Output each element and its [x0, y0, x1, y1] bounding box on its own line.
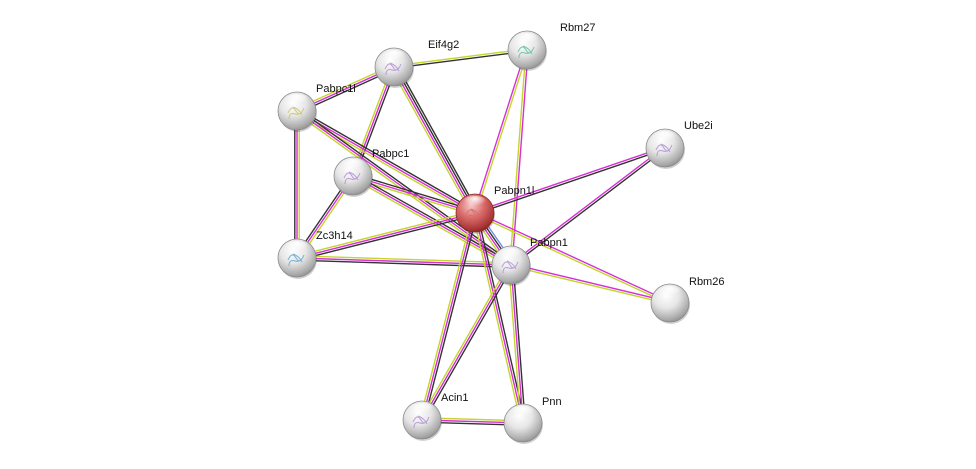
edge-line-textmining [474, 213, 670, 305]
node-highlight [285, 94, 309, 108]
edge-line-experimental [511, 263, 671, 303]
edge-line-experimental [296, 110, 476, 214]
edge-pabpn1-pnn[interactable] [508, 264, 526, 424]
edge-line-experimental [509, 146, 665, 265]
edge-line-experimental [421, 264, 512, 421]
node-pabpn1[interactable]: Pabpn1 [491, 237, 568, 286]
edge-line-textmining [295, 112, 475, 216]
edge-line-textmining [472, 213, 522, 424]
node-rbm26[interactable]: Rbm26 [650, 276, 724, 324]
edge-line-experimental [296, 212, 476, 259]
node-highlight [658, 286, 682, 300]
node-pabpc1l[interactable]: Pabpc1l [277, 83, 356, 132]
node-ube2i[interactable]: Ube2i [645, 120, 713, 169]
node-pabpc1[interactable]: Pabpc1 [333, 148, 409, 197]
edge-line-experimental [510, 264, 524, 424]
node-highlight [653, 131, 677, 145]
node-zc3h14[interactable]: Zc3h14 [277, 230, 353, 279]
edges-layer [294, 48, 671, 426]
edge-line-coexpression [297, 108, 477, 212]
edge-line-textmining [390, 68, 473, 215]
edge-line-experimental [511, 50, 529, 266]
edge-line-coexpression [396, 65, 479, 212]
node-label: Pabpn1 [530, 237, 568, 249]
node-pabpn1l[interactable]: Pabpn1l [455, 185, 534, 234]
edge-line-coexpression [475, 148, 666, 215]
edge-eif4g2-pabpn1l[interactable] [390, 65, 479, 215]
edge-pabpn1l-pnn[interactable] [472, 212, 526, 424]
node-eif4g2[interactable]: Eif4g2 [374, 39, 459, 88]
edge-line-experimental [392, 67, 475, 214]
node-label: Acin1 [441, 392, 469, 404]
node-highlight [382, 50, 406, 64]
edge-eif4g2-rbm27[interactable] [393, 48, 528, 69]
node-highlight [499, 248, 523, 262]
edge-zc3h14-pabpn1[interactable] [296, 255, 512, 268]
edge-pabpn1-rbm26[interactable] [510, 263, 671, 305]
edge-line-textmining [296, 210, 475, 257]
edge-line-coexpression [511, 148, 667, 267]
edge-line-experimental [421, 212, 476, 421]
edge-line-coexpression [297, 108, 513, 264]
node-label: Pabpn1l [494, 185, 534, 197]
node-highlight [410, 403, 434, 417]
node-label: Ube2i [684, 120, 713, 132]
edge-line-textmining [297, 255, 512, 264]
node-label: Pabpc1 [372, 148, 409, 160]
edge-line-coexpression [394, 66, 477, 213]
edge-line-experimental [474, 146, 665, 213]
edge-line-coexpression [354, 67, 397, 178]
node-label: Zc3h14 [316, 230, 353, 242]
edge-line-coexpression [423, 213, 478, 421]
node-rbm27[interactable]: Rbm27 [507, 22, 595, 71]
node-label: Rbm27 [560, 22, 595, 34]
edge-line-coexpression [476, 212, 526, 423]
edge-line-experimental [352, 175, 512, 266]
edge-line-textmining [393, 48, 527, 67]
edge-line-coexpression [512, 264, 526, 423]
edge-line-coexpression [297, 214, 476, 261]
node-label: Pabpc1l [316, 83, 356, 95]
node-highlight [515, 33, 539, 47]
edge-line-textmining [419, 263, 510, 420]
edge-line-experimental [475, 211, 671, 303]
edge-line-experimental [352, 175, 476, 214]
node-acin1[interactable]: Acin1 [402, 392, 469, 441]
edge-line-experimental [473, 49, 527, 213]
edge-line-coexpression [353, 173, 476, 212]
edge-line-textmining [508, 265, 522, 424]
edge-line-coexpression [394, 50, 528, 69]
edge-line-coexpression [296, 259, 511, 268]
edge-pabpc1l-pabpn1l[interactable] [295, 108, 477, 216]
edge-line-textmining [510, 265, 670, 305]
node-label: Eif4g2 [428, 39, 459, 51]
node-highlight [463, 196, 487, 210]
edge-line-coexpression [423, 265, 514, 422]
edge-rbm27-pabpn1l[interactable] [473, 49, 529, 214]
edge-line-experimental [296, 257, 512, 266]
node-label: Rbm26 [689, 276, 724, 288]
edge-pabpn1l-rbm26[interactable] [474, 211, 671, 305]
node-highlight [511, 406, 535, 420]
node-label: Pnn [542, 396, 562, 408]
edge-ube2i-pabpn1[interactable] [509, 146, 667, 267]
edge-line-textmining [419, 212, 474, 420]
node-highlight [341, 159, 365, 173]
edge-zc3h14-pabpn1l[interactable] [296, 210, 476, 261]
nodes-layer: Eif4g2 Rbm27Pabpc1lUbe2iPabpc1Pabpn1lZc3h… [277, 22, 724, 444]
edge-line-textmining [475, 50, 529, 214]
edge-pabpn1-acin1[interactable] [419, 263, 514, 422]
edge-ube2i-pabpn1l[interactable] [474, 146, 666, 215]
edge-line-experimental [296, 110, 512, 266]
edge-line-experimental [474, 212, 524, 424]
edge-pabpn1l-acin1[interactable] [419, 212, 478, 421]
node-highlight [285, 241, 309, 255]
edge-pabpc1l-zc3h14[interactable] [294, 111, 300, 258]
node-pnn[interactable]: Pnn [503, 396, 562, 444]
edge-line-experimental [352, 66, 395, 177]
